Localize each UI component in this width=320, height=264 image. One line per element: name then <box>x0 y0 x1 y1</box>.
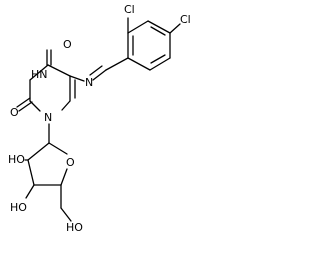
chlorine-para-label: Cl <box>180 13 191 26</box>
chlorine-ortho-label: Cl <box>124 3 135 16</box>
chemical-structure: Cl Cl N O HN O N O HO HO HO <box>8 3 191 234</box>
ring-oxygen-label: O <box>66 156 75 169</box>
imine-nitrogen-label: N <box>85 76 93 89</box>
hydroxyl-2-label: HO <box>8 153 25 166</box>
bond-lines <box>16 17 181 222</box>
hydroxyl-3-label: HO <box>10 201 27 214</box>
c4-oxygen-label: O <box>63 38 72 51</box>
c2-oxygen-label: O <box>10 106 19 119</box>
atom-labels: Cl Cl N O HN O N O HO HO HO <box>8 3 191 234</box>
n3-h-label: HN <box>31 68 48 81</box>
n1-label: N <box>44 111 52 124</box>
hydroxyl-5-label: HO <box>66 221 83 234</box>
